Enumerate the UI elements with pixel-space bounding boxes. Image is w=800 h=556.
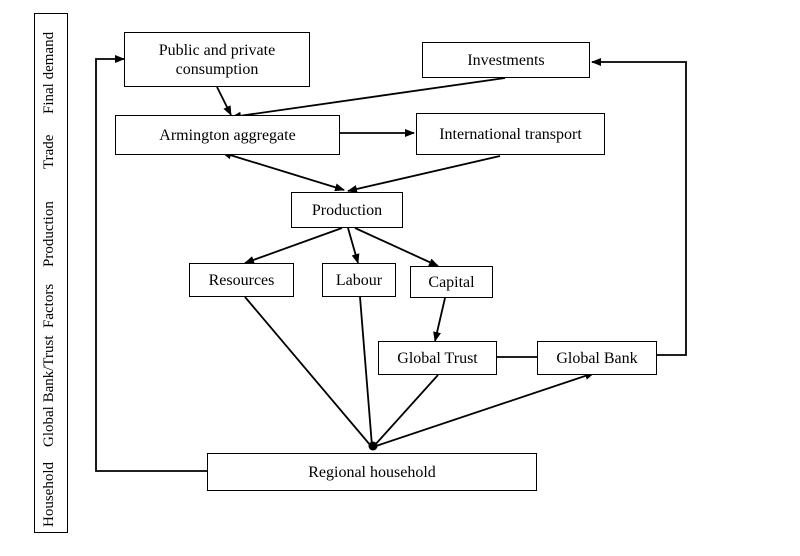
node-bank: Global Bank <box>537 341 657 375</box>
edge-bank-to-investments <box>591 58 687 356</box>
stage-labels-bar: Household Global Bank/Trust Factors Prod… <box>34 13 68 533</box>
node-production: Production <box>291 192 403 228</box>
side-label-household: Household <box>41 462 57 527</box>
household-junction <box>368 441 378 451</box>
side-label-trade: Trade <box>41 134 57 169</box>
node-resources: Resources <box>189 263 294 297</box>
node-labour-label: Labour <box>335 271 383 289</box>
edge-production-to-labour <box>347 227 360 264</box>
edge-transport-to-production <box>347 155 501 193</box>
edge-armington-production <box>221 151 345 192</box>
node-capital-label: Capital <box>428 273 475 291</box>
node-transport: International transport <box>416 113 605 155</box>
node-investments: Investments <box>422 42 590 78</box>
node-labour: Labour <box>322 263 396 297</box>
node-trust-label: Global Trust <box>397 349 478 367</box>
edge-production-to-resources <box>244 227 343 264</box>
node-trust: Global Trust <box>378 341 497 375</box>
side-label-final-demand: Final demand <box>41 31 57 114</box>
node-transport-label: International transport <box>439 125 582 143</box>
edge-consumption-to-armington <box>216 86 232 116</box>
edge-resources-to-household <box>244 296 372 447</box>
node-consumption: Public and private consumption <box>124 32 310 87</box>
edge-trust-to-household <box>373 374 439 447</box>
node-household: Regional household <box>207 453 537 491</box>
edge-labour-to-household <box>359 296 373 447</box>
edge-household-to-consumption <box>95 55 207 472</box>
node-armington: Armington aggregate <box>115 115 340 155</box>
side-label-bank-trust: Global Bank/Trust <box>41 335 57 447</box>
node-armington-label: Armington aggregate <box>159 126 296 144</box>
edge-capital-to-trust <box>433 297 446 342</box>
edge-household-to-bank <box>375 372 595 447</box>
node-household-label: Regional household <box>308 463 436 481</box>
edge-production-to-capital <box>354 227 439 267</box>
node-capital: Capital <box>410 266 493 298</box>
node-consumption-line-2: consumption <box>175 60 259 78</box>
node-bank-label: Global Bank <box>556 349 638 367</box>
node-resources-label: Resources <box>208 271 275 289</box>
side-label-production: Production <box>41 201 57 267</box>
node-consumption-line-1: Public and private <box>158 41 276 59</box>
node-production-label: Production <box>311 201 383 219</box>
node-investments-label: Investments <box>467 51 545 69</box>
edge-investments-to-armington <box>231 77 506 120</box>
side-label-factors: Factors <box>41 283 57 328</box>
